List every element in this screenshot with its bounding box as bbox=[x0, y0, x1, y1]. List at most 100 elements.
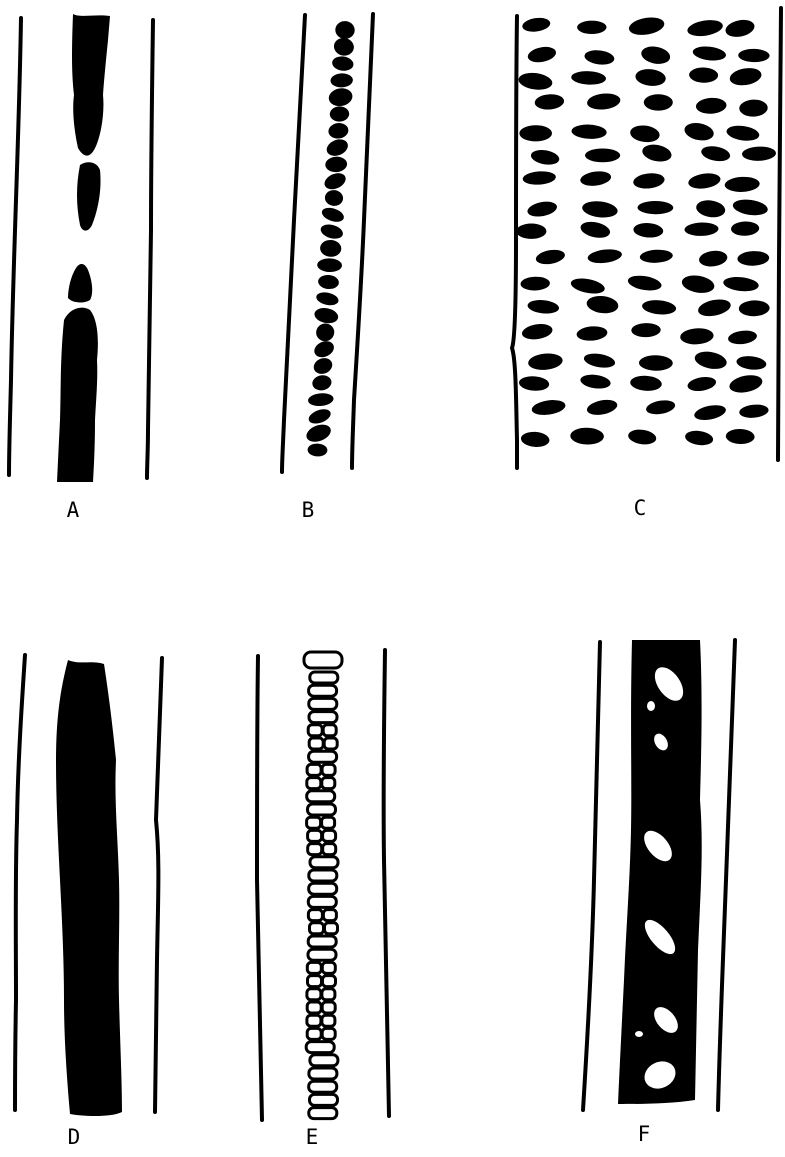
panel-e-cell bbox=[322, 764, 335, 775]
panel-f-inclusion bbox=[635, 1031, 643, 1037]
panel-c-cell bbox=[723, 275, 760, 292]
panel-e-cell bbox=[322, 962, 335, 973]
panel-c-cell bbox=[635, 68, 667, 88]
panel-c-cell bbox=[737, 250, 769, 266]
panel-d-medulla bbox=[56, 660, 122, 1116]
panel-e-cell bbox=[310, 1055, 338, 1066]
panel-c-cell bbox=[693, 349, 728, 371]
panel-c-cell bbox=[519, 375, 550, 392]
panel-b-fragment bbox=[307, 407, 333, 427]
panel-c-cell bbox=[579, 170, 612, 188]
panel-c-cell bbox=[639, 355, 673, 371]
panel-c-cell bbox=[742, 146, 776, 161]
panel-e-cell bbox=[307, 962, 321, 973]
panel-c-cell bbox=[726, 124, 761, 143]
panel-e-cell bbox=[308, 976, 322, 987]
panel-c-label: C bbox=[634, 498, 647, 519]
panel-c-cell bbox=[692, 45, 727, 62]
panel-e-cell bbox=[309, 870, 337, 881]
panel-c-cell bbox=[739, 403, 770, 419]
panel-b-fragment bbox=[322, 170, 348, 192]
panel-c-cell bbox=[633, 222, 664, 238]
panel-c-cell bbox=[584, 49, 615, 67]
panel-b-fragment bbox=[318, 274, 340, 290]
panel-a-left-wall bbox=[9, 18, 21, 475]
panel-e-cell bbox=[322, 1002, 335, 1013]
panel-a-medulla-segment bbox=[77, 162, 101, 230]
panel-c-cell bbox=[631, 323, 661, 338]
panel-c-cell bbox=[627, 428, 657, 446]
panel-c-cell bbox=[577, 21, 606, 35]
panel-c-cell bbox=[587, 248, 623, 265]
panel-c-cell bbox=[639, 249, 673, 264]
panel-c-cell bbox=[628, 15, 666, 37]
panel-c-cell bbox=[700, 144, 731, 163]
panel-c-cell bbox=[687, 171, 721, 190]
panel-b-fragment bbox=[325, 156, 348, 173]
panel-e-cell bbox=[323, 844, 336, 855]
panel-e-cell bbox=[307, 1002, 321, 1013]
panel-b-fragment bbox=[327, 122, 349, 140]
panel-c-cell bbox=[521, 16, 551, 33]
panel-c-cell bbox=[580, 373, 612, 390]
panel-e-cell bbox=[308, 936, 336, 947]
panel-c-cell bbox=[697, 297, 733, 319]
panel-b-fragment bbox=[331, 55, 354, 72]
panel-e-cell bbox=[308, 949, 336, 960]
panel-e-cell bbox=[304, 652, 342, 668]
panel-c-cell bbox=[570, 276, 606, 296]
panel-e-cell bbox=[308, 725, 322, 736]
panel-c-cell bbox=[731, 221, 760, 236]
panel-e-cell bbox=[307, 817, 321, 828]
panel-c-cell bbox=[695, 198, 726, 219]
panel-e-cell bbox=[307, 1015, 321, 1026]
panel-e-cell bbox=[325, 923, 338, 934]
panel-b-fragment bbox=[324, 189, 344, 207]
panel-c-cell bbox=[684, 222, 718, 236]
panel-b-fragment bbox=[314, 321, 337, 344]
panel-c-cell bbox=[531, 398, 567, 417]
panel-c-cell bbox=[728, 66, 762, 88]
panel-e-cell bbox=[323, 830, 336, 841]
panel-c-cell bbox=[686, 375, 717, 393]
panel-c-cell bbox=[630, 375, 663, 392]
panel-c-cell bbox=[632, 172, 665, 190]
panel-b-fragment bbox=[312, 338, 337, 360]
panel-e-cell bbox=[310, 923, 324, 934]
panel-c-cell bbox=[570, 427, 604, 445]
panel-c-cell bbox=[644, 94, 673, 110]
panel-f-medulla bbox=[618, 640, 702, 1104]
panel-e-cell bbox=[309, 685, 337, 696]
panel-c-cell bbox=[585, 149, 620, 163]
panel-a-medulla-segment bbox=[68, 264, 92, 302]
panel-d-left-wall bbox=[15, 655, 25, 1110]
panel-e-cell bbox=[309, 1108, 337, 1119]
panel-e-cell bbox=[322, 778, 335, 789]
panel-c-cell bbox=[689, 67, 718, 83]
panel-c-cell bbox=[521, 322, 554, 341]
panel-e-cell bbox=[324, 738, 337, 749]
panel-c-medulla-cells bbox=[516, 15, 776, 448]
panel-b-right-wall bbox=[352, 14, 373, 468]
panel-c-cell bbox=[516, 223, 546, 239]
panel-e-cell bbox=[323, 976, 336, 987]
panel-e-cell bbox=[308, 830, 322, 841]
panel-c-cell bbox=[534, 93, 564, 110]
panel-e-cell bbox=[323, 725, 336, 736]
panel-b-medulla-fragments bbox=[304, 20, 356, 457]
panel-c-cell bbox=[571, 124, 607, 140]
panel-a-medulla-segment bbox=[57, 308, 98, 482]
panel-b-fragment bbox=[334, 20, 355, 40]
panel-c-cell bbox=[724, 176, 760, 193]
panel-c-cell bbox=[530, 148, 561, 167]
panel-b-fragment bbox=[313, 306, 339, 325]
panel-f-right-wall bbox=[718, 640, 735, 1110]
panel-c-cell bbox=[680, 327, 714, 345]
panel-a-right-wall bbox=[147, 20, 153, 478]
panel-e-cell bbox=[309, 1068, 337, 1079]
panel-b-fragment bbox=[324, 136, 350, 159]
panel-c-cell bbox=[520, 276, 550, 291]
panel-b-fragment bbox=[320, 205, 346, 224]
panel-c-cell bbox=[726, 429, 755, 445]
panel-d-right-wall bbox=[155, 658, 162, 1112]
